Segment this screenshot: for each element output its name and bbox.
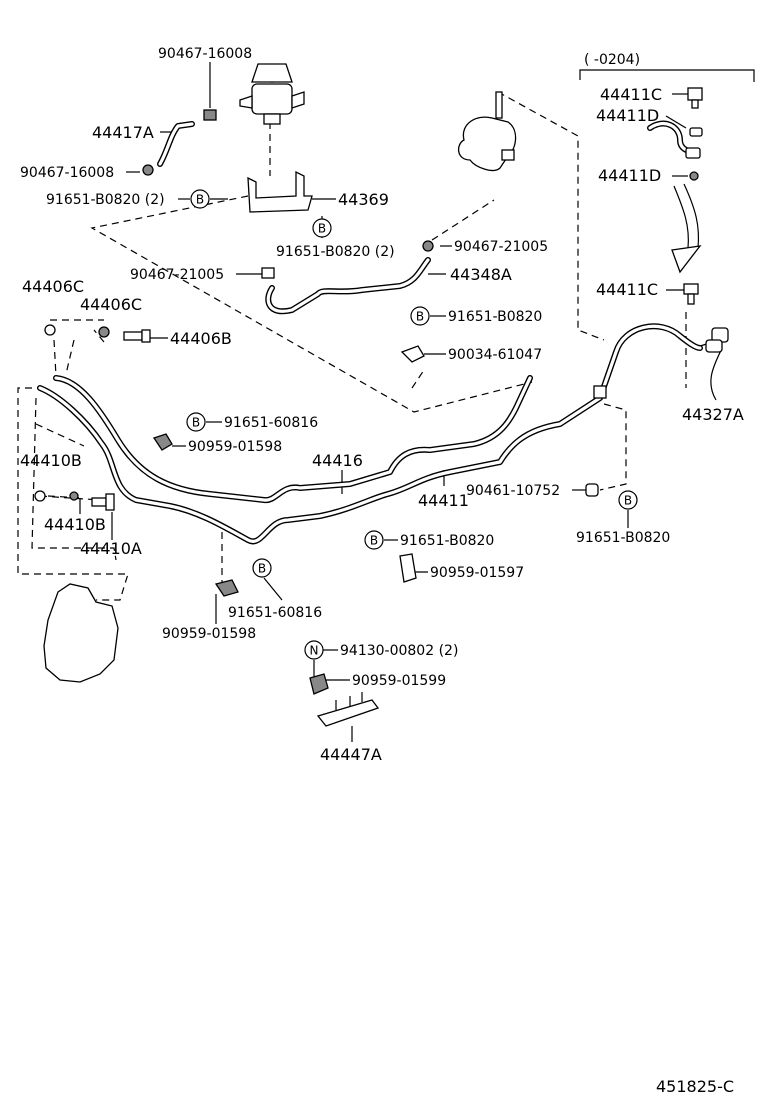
label-44410B: 44410B [20,451,82,470]
svg-text:B: B [416,310,424,324]
label-91651-B0820: 91651-B0820 [448,309,542,325]
n-marker: N [304,640,324,660]
svg-text:N: N [310,644,319,658]
label-44410B: 44410B [44,515,106,534]
fitting-44327A [705,327,729,353]
pipe-44416 [53,375,533,504]
label-date-range: ( -0204) [584,52,640,68]
label-90959-01598: 90959-01598 [188,439,282,455]
b-marker: B [312,218,332,238]
label-44348A: 44348A [450,265,512,284]
union-bolt-44406B [123,329,151,343]
arrow [673,185,689,249]
label-90959-01597: 90959-01597 [430,565,524,581]
fitting-44411D-a [689,127,703,137]
label-91651-B0820-2: 91651-B0820 (2) [46,192,165,208]
label-44417A: 44417A [92,123,154,142]
b-marker: B [364,530,384,550]
washer-44410B-b [69,491,79,501]
clamp-90959-01597 [399,553,417,583]
label-90959-01599: 90959-01599 [352,673,446,689]
pipe-joint [593,385,607,399]
svg-text:B: B [318,222,326,236]
clamp-90467-21005-a [422,240,434,252]
svg-text:B: B [624,494,632,508]
bracket-44369 [247,170,313,213]
label-90461-10752: 90461-10752 [466,483,560,499]
svg-text:B: B [196,193,204,207]
clamp-90461-10752 [585,483,599,497]
label-44411D: 44411D [598,166,661,185]
label-44411: 44411 [418,491,469,510]
label-44369: 44369 [338,190,389,209]
union-bolt-44410A [91,493,115,511]
label-44411C: 44411C [596,280,658,299]
label-44327A: 44327A [682,405,744,424]
label-44410A: 44410A [80,539,142,558]
leader-lines [79,62,755,742]
label-44406C: 44406C [22,277,84,296]
power-steering-pump [458,91,517,172]
parts [34,63,729,727]
b-marker: B [186,412,206,432]
dashed-connections [17,91,721,601]
pipe-44411 [37,323,703,545]
svg-text:B: B [192,416,200,430]
label-91651-60816: 91651-60816 [228,605,322,621]
svg-text:B: B [370,534,378,548]
part-labels: 90467-16008 44417A 90467-16008 91651-B08… [20,46,744,1096]
label-90959-01598: 90959-01598 [162,626,256,642]
clamp-90467-16008-top [203,109,217,121]
figure-code: 451825-C [656,1077,734,1096]
b-marker: B [618,490,638,510]
clamp-90959-01598-a [152,433,173,451]
label-44447A: 44447A [320,745,382,764]
svg-text:B: B [258,562,266,576]
clamp-90959-01598-b [214,579,239,597]
label-91651-B0820-2: 91651-B0820 (2) [276,244,395,260]
fitting-44411D-b [685,147,701,159]
label-44406B: 44406B [170,329,232,348]
clamp-90959-01599 [309,673,329,695]
union-bolt-44411C-a [687,87,703,109]
label-44416: 44416 [312,451,363,470]
union-bolt-44411C-b [683,283,699,305]
washer-44406C-b [98,326,110,338]
circle-markers: B B B B B B B N [186,189,638,660]
label-91651-B0820: 91651-B0820 [576,530,670,546]
label-44411C: 44411C [600,85,662,104]
label-91651-B0820: 91651-B0820 [400,533,494,549]
clamp-90467-16008-left [142,164,154,176]
b-marker: B [410,306,430,326]
pipes [37,120,703,545]
washer-44411D [689,171,699,181]
steering-gear-box [43,583,119,683]
bracket-44447A [316,699,380,727]
label-90467-16008: 90467-16008 [158,46,252,62]
b-marker: B [190,189,210,209]
reservoir-tank [239,63,305,125]
label-90467-16008: 90467-16008 [20,165,114,181]
clamp-90467-21005-b [261,267,275,279]
label-44411D: 44411D [596,106,659,125]
b-marker: B [252,558,272,578]
clamp-90034-61047 [400,345,425,363]
label-91651-60816: 91651-60816 [224,415,318,431]
label-90034-61047: 90034-61047 [448,347,542,363]
washer-44410B-a [34,490,46,502]
label-90467-21005: 90467-21005 [454,239,548,255]
label-94130-00802-2: 94130-00802 (2) [340,643,458,659]
label-90467-21005: 90467-21005 [130,267,224,283]
washer-44406C-a [44,324,56,336]
label-44406C: 44406C [80,295,142,314]
